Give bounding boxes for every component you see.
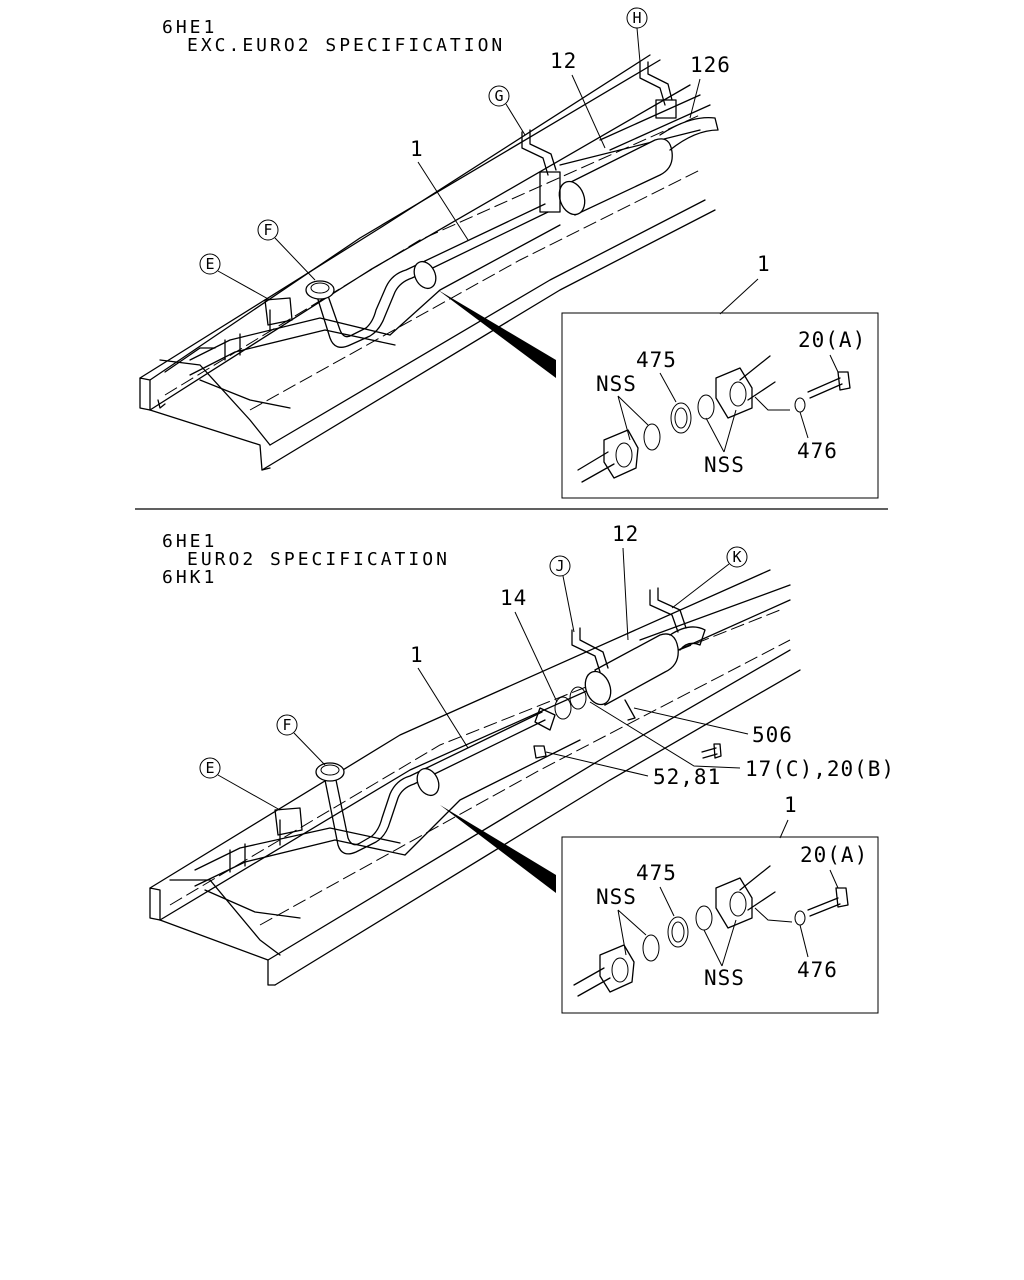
bottom-muffler — [584, 626, 706, 721]
top-detail-label-20a: 20(A) — [798, 328, 866, 352]
bottom-detail-label-nss1: NSS — [596, 885, 637, 909]
bottom-bracket-E — [274, 807, 303, 846]
bottom-detail-label-1: 1 — [784, 793, 798, 817]
bottom-spec-label: EURO2 SPECIFICATION — [187, 549, 450, 570]
svg-text:E: E — [205, 255, 214, 273]
bottom-label-12: 12 — [612, 522, 639, 546]
bottom-detail-label-20a: 20(A) — [800, 843, 868, 867]
bottom-label-506: 506 — [752, 723, 793, 747]
bottom-detail-wedge — [440, 805, 556, 893]
bottom-engine-a-label: 6HE1 — [162, 531, 217, 552]
top-detail-wedge — [438, 290, 556, 378]
bottom-exhaust-pipe — [315, 686, 587, 855]
bottom-circle-F: F — [276, 714, 326, 766]
bottom-circle-E: E — [199, 757, 281, 811]
top-detail-label-nss2: NSS — [704, 453, 745, 477]
top-section: 6HE1 EXC.EURO2 SPECIFICATION — [139, 7, 879, 499]
bottom-label-52-81: 52,81 — [653, 765, 721, 789]
top-label-126: 126 — [690, 53, 731, 77]
top-chassis-frame — [139, 54, 716, 471]
top-hanger-H — [639, 61, 677, 119]
top-detail-label-1: 1 — [757, 252, 771, 276]
bottom-circle-J: J — [549, 555, 575, 633]
bottom-circle-K: K — [671, 546, 748, 609]
svg-text:H: H — [632, 9, 641, 27]
bottom-detail-label-nss2: NSS — [704, 966, 745, 990]
bottom-label-17c-20b: 17(C),20(B) — [745, 757, 895, 781]
top-detail-box: 1 20(A) 475 NSS NSS 476 — [561, 252, 879, 499]
bottom-detail-label-476: 476 — [797, 958, 838, 982]
top-exhaust-pipe — [305, 203, 549, 348]
top-label-12: 12 — [550, 49, 577, 73]
svg-text:F: F — [263, 221, 272, 239]
top-detail-label-nss1: NSS — [596, 372, 637, 396]
bottom-hanger-J — [571, 627, 609, 673]
bottom-engine-b-label: 6HK1 — [162, 567, 217, 588]
bottom-section: 6HE1 EURO2 SPECIFICATION 6HK1 — [149, 522, 895, 1014]
bottom-hanger-K — [649, 587, 687, 633]
bottom-chassis-frame — [149, 569, 801, 986]
bottom-nut — [533, 745, 547, 759]
top-detail-label-475: 475 — [636, 348, 677, 372]
top-circle-G: G — [488, 85, 526, 136]
top-hanger-G — [521, 129, 561, 213]
top-bracket-E — [264, 297, 293, 331]
bottom-label-14: 14 — [500, 586, 527, 610]
svg-text:F: F — [282, 716, 291, 734]
top-spec-label: EXC.EURO2 SPECIFICATION — [187, 35, 505, 56]
bottom-detail-label-475: 475 — [636, 861, 677, 885]
top-label-1: 1 — [410, 137, 424, 161]
top-circle-H: H — [626, 7, 648, 63]
bottom-label-1: 1 — [410, 643, 424, 667]
top-detail-label-476: 476 — [797, 439, 838, 463]
svg-text:G: G — [494, 87, 503, 105]
top-circle-F: F — [257, 219, 316, 281]
top-circle-E: E — [199, 253, 271, 301]
bottom-bolt — [701, 743, 722, 759]
svg-text:K: K — [732, 548, 741, 566]
top-muffler — [558, 116, 719, 216]
top-engine-label: 6HE1 — [162, 17, 217, 38]
svg-text:J: J — [555, 557, 564, 575]
svg-text:E: E — [205, 759, 214, 777]
bottom-detail-box: 1 20(A) 475 NSS NSS 476 — [561, 793, 879, 1014]
